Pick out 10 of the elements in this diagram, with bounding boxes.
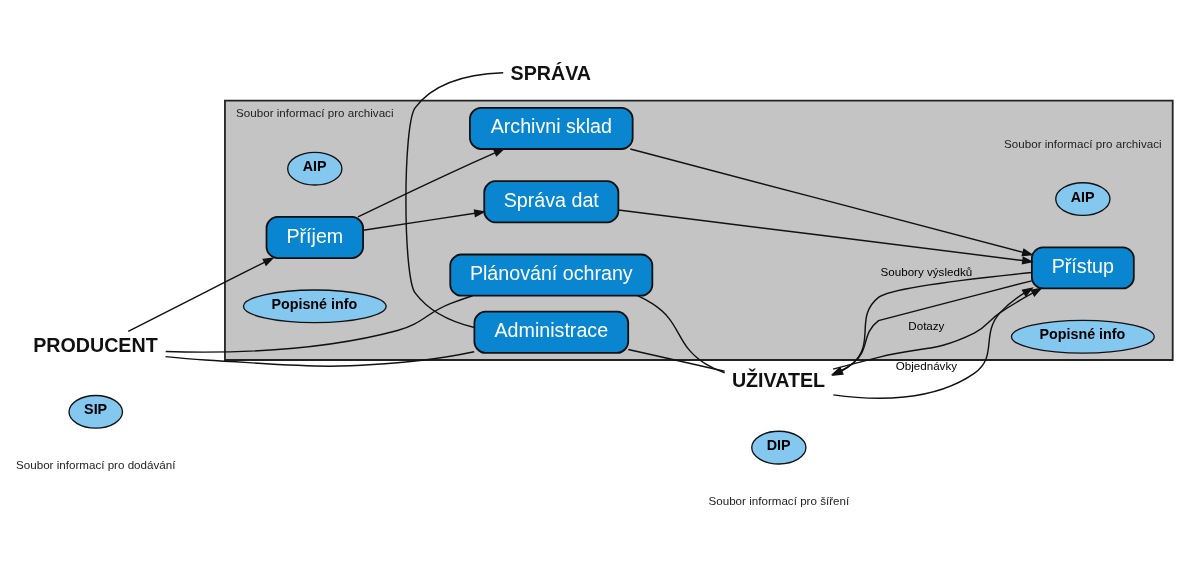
node-text: SPRÁVA xyxy=(510,61,592,84)
node-label: Soubor informací pro archivaci xyxy=(1004,136,1162,150)
node-text: UŽIVATEL xyxy=(731,369,826,392)
node-label: Soubor informací pro dodávání xyxy=(16,458,176,472)
edge-label: Objednávky xyxy=(895,359,958,373)
node-label: Soubor informací pro šíření xyxy=(708,494,850,508)
edge-label: Dotazy xyxy=(908,318,945,332)
node-label: Soubor informací pro archivaci xyxy=(236,106,394,120)
edge-label: Soubory výsledků xyxy=(880,265,973,279)
node-text: PRODUCENT xyxy=(33,333,158,356)
